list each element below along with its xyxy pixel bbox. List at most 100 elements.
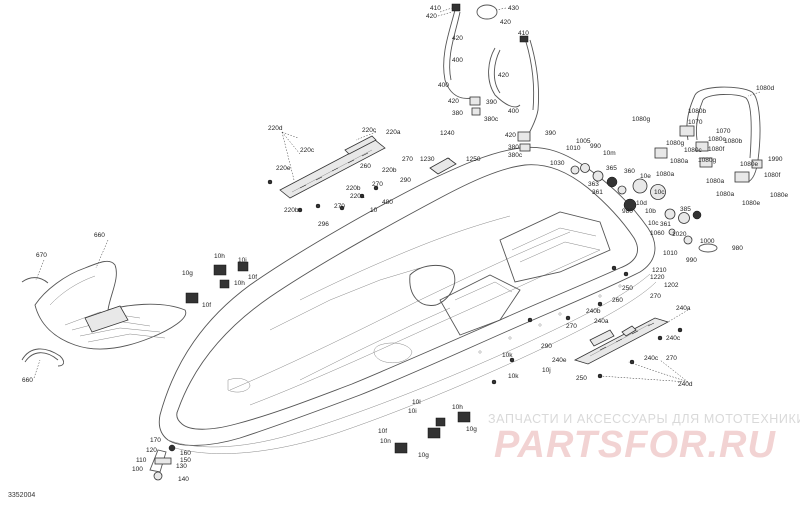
leader-lines <box>33 7 761 383</box>
callout: 296 <box>318 221 329 228</box>
callout: 160 <box>180 450 191 457</box>
callout: 150 <box>180 457 191 464</box>
callout: 140 <box>178 476 189 483</box>
callout: 240a <box>594 318 609 325</box>
callout: 240d <box>678 381 693 388</box>
callout: 1080a <box>706 178 724 185</box>
callout: 390 <box>486 99 497 106</box>
callout: 170 <box>150 437 161 444</box>
mount-brackets-bottom <box>394 411 471 454</box>
callout: 10g <box>418 452 429 459</box>
callout: 290 <box>541 343 552 350</box>
callout: 1080f <box>708 146 724 153</box>
callout: 120 <box>146 447 157 454</box>
callout: 1080e <box>770 192 788 199</box>
callout: 1080g <box>666 140 684 147</box>
callout: 1080c <box>684 147 702 154</box>
callout: 1060 <box>650 230 665 237</box>
callout: 380 <box>508 144 519 151</box>
callout: 361 <box>592 189 603 196</box>
callout: 10l <box>412 399 421 406</box>
callout: 420 <box>498 72 509 79</box>
callout: 410 <box>430 5 441 12</box>
callout: 980 <box>622 208 633 215</box>
callout: 220b <box>382 167 397 174</box>
callout: 430 <box>508 5 519 12</box>
callout: 10h <box>234 280 245 287</box>
callout: 1010 <box>566 145 581 152</box>
callout: 400 <box>438 82 449 89</box>
callout: 220c <box>362 127 377 134</box>
callout: 1080e <box>742 200 760 207</box>
callout: 990 <box>686 257 697 264</box>
storage-rail-assembly <box>279 135 386 199</box>
callout: 10c <box>648 220 659 227</box>
callout: 10i <box>408 408 417 415</box>
callout: 1230 <box>420 156 435 163</box>
callout: 1240 <box>440 130 455 137</box>
callout: 1202 <box>664 282 679 289</box>
callout: 1020 <box>672 231 687 238</box>
callout: 420 <box>448 98 459 105</box>
grab-handle-assembly <box>654 86 763 183</box>
hose-check-valve <box>517 131 531 142</box>
hose-fitting <box>451 3 461 12</box>
callout: 480 <box>382 199 393 206</box>
callout: 1250 <box>466 156 481 163</box>
callout: 270 <box>566 323 577 330</box>
callout: 1070 <box>688 119 703 126</box>
callout: 1080a <box>716 191 734 198</box>
callout: 361 <box>660 221 671 228</box>
callout: 130 <box>176 463 187 470</box>
callout: 290 <box>400 177 411 184</box>
callout: 270 <box>372 181 383 188</box>
callout: 10m <box>603 150 616 157</box>
callout: 1005 <box>576 138 591 145</box>
callout: 10 <box>370 207 378 214</box>
handle-bracket <box>699 157 713 168</box>
front-storage-bin <box>21 260 187 367</box>
callout: 380c <box>484 116 499 123</box>
callout: 980 <box>732 245 743 252</box>
callout: 400 <box>452 57 463 64</box>
watermark-tagline: ЗАПЧАСТИ И АКСЕССУАРЫ ДЛЯ МОТОТЕХНИКИ <box>488 412 800 426</box>
callout: 1080f <box>764 172 780 179</box>
callout: 390 <box>545 130 556 137</box>
footrest-mat-assembly <box>573 317 670 365</box>
callout: 1080a <box>656 171 674 178</box>
bearing-seal-set <box>570 163 718 253</box>
handle-bracket <box>751 159 763 169</box>
callout: 1080b <box>688 108 706 115</box>
callout: 380c <box>508 152 523 159</box>
handle-bracket <box>679 125 695 137</box>
callout: 10g <box>466 426 477 433</box>
callout: 365 <box>606 165 617 172</box>
callout: 1220 <box>650 274 665 281</box>
callout: 360 <box>624 168 635 175</box>
callout: 220b <box>284 207 299 214</box>
callout: 1210 <box>652 267 667 274</box>
callout: 10f <box>248 274 257 281</box>
callout: 220d <box>268 125 283 132</box>
callout: 1030 <box>550 160 565 167</box>
callout: 670 <box>36 252 47 259</box>
callout: 660 <box>94 232 105 239</box>
callout: 410 <box>518 30 529 37</box>
vent-hoses-assembly <box>443 3 539 152</box>
callout: 1080b <box>724 138 742 145</box>
callout: 10n <box>380 438 391 445</box>
diagram-id: 3352004 <box>8 492 36 499</box>
callout: 420 <box>452 35 463 42</box>
hose-check-valve <box>471 107 481 116</box>
hose-clamp-ring <box>476 4 498 20</box>
hull-clip <box>429 157 457 175</box>
callout: 1080d <box>756 85 774 92</box>
callout: 990 <box>590 143 601 150</box>
callout: 270 <box>666 355 677 362</box>
callout: 240e <box>552 357 567 364</box>
callout: 385 <box>680 206 691 213</box>
fasteners <box>267 157 683 385</box>
callout: 1080g <box>632 116 650 123</box>
hose-check-valve <box>519 143 531 152</box>
